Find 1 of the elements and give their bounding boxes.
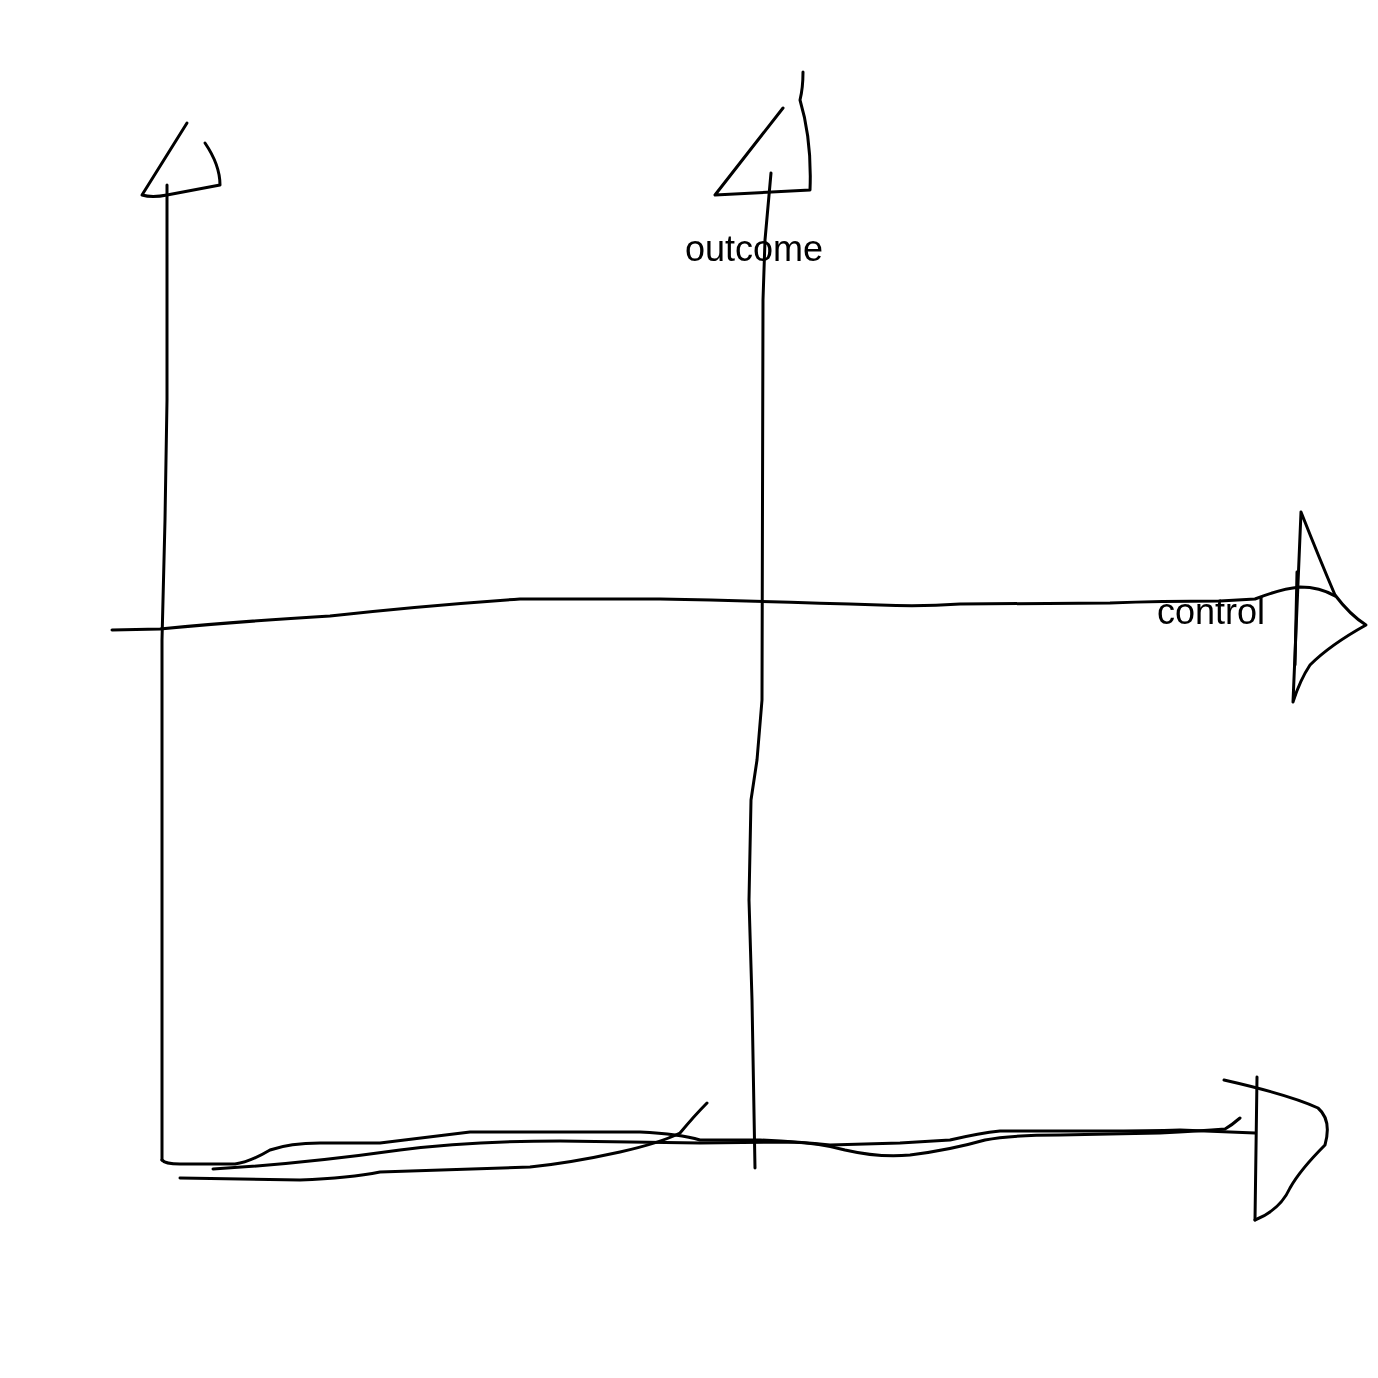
axis-label: control (1157, 594, 1266, 630)
